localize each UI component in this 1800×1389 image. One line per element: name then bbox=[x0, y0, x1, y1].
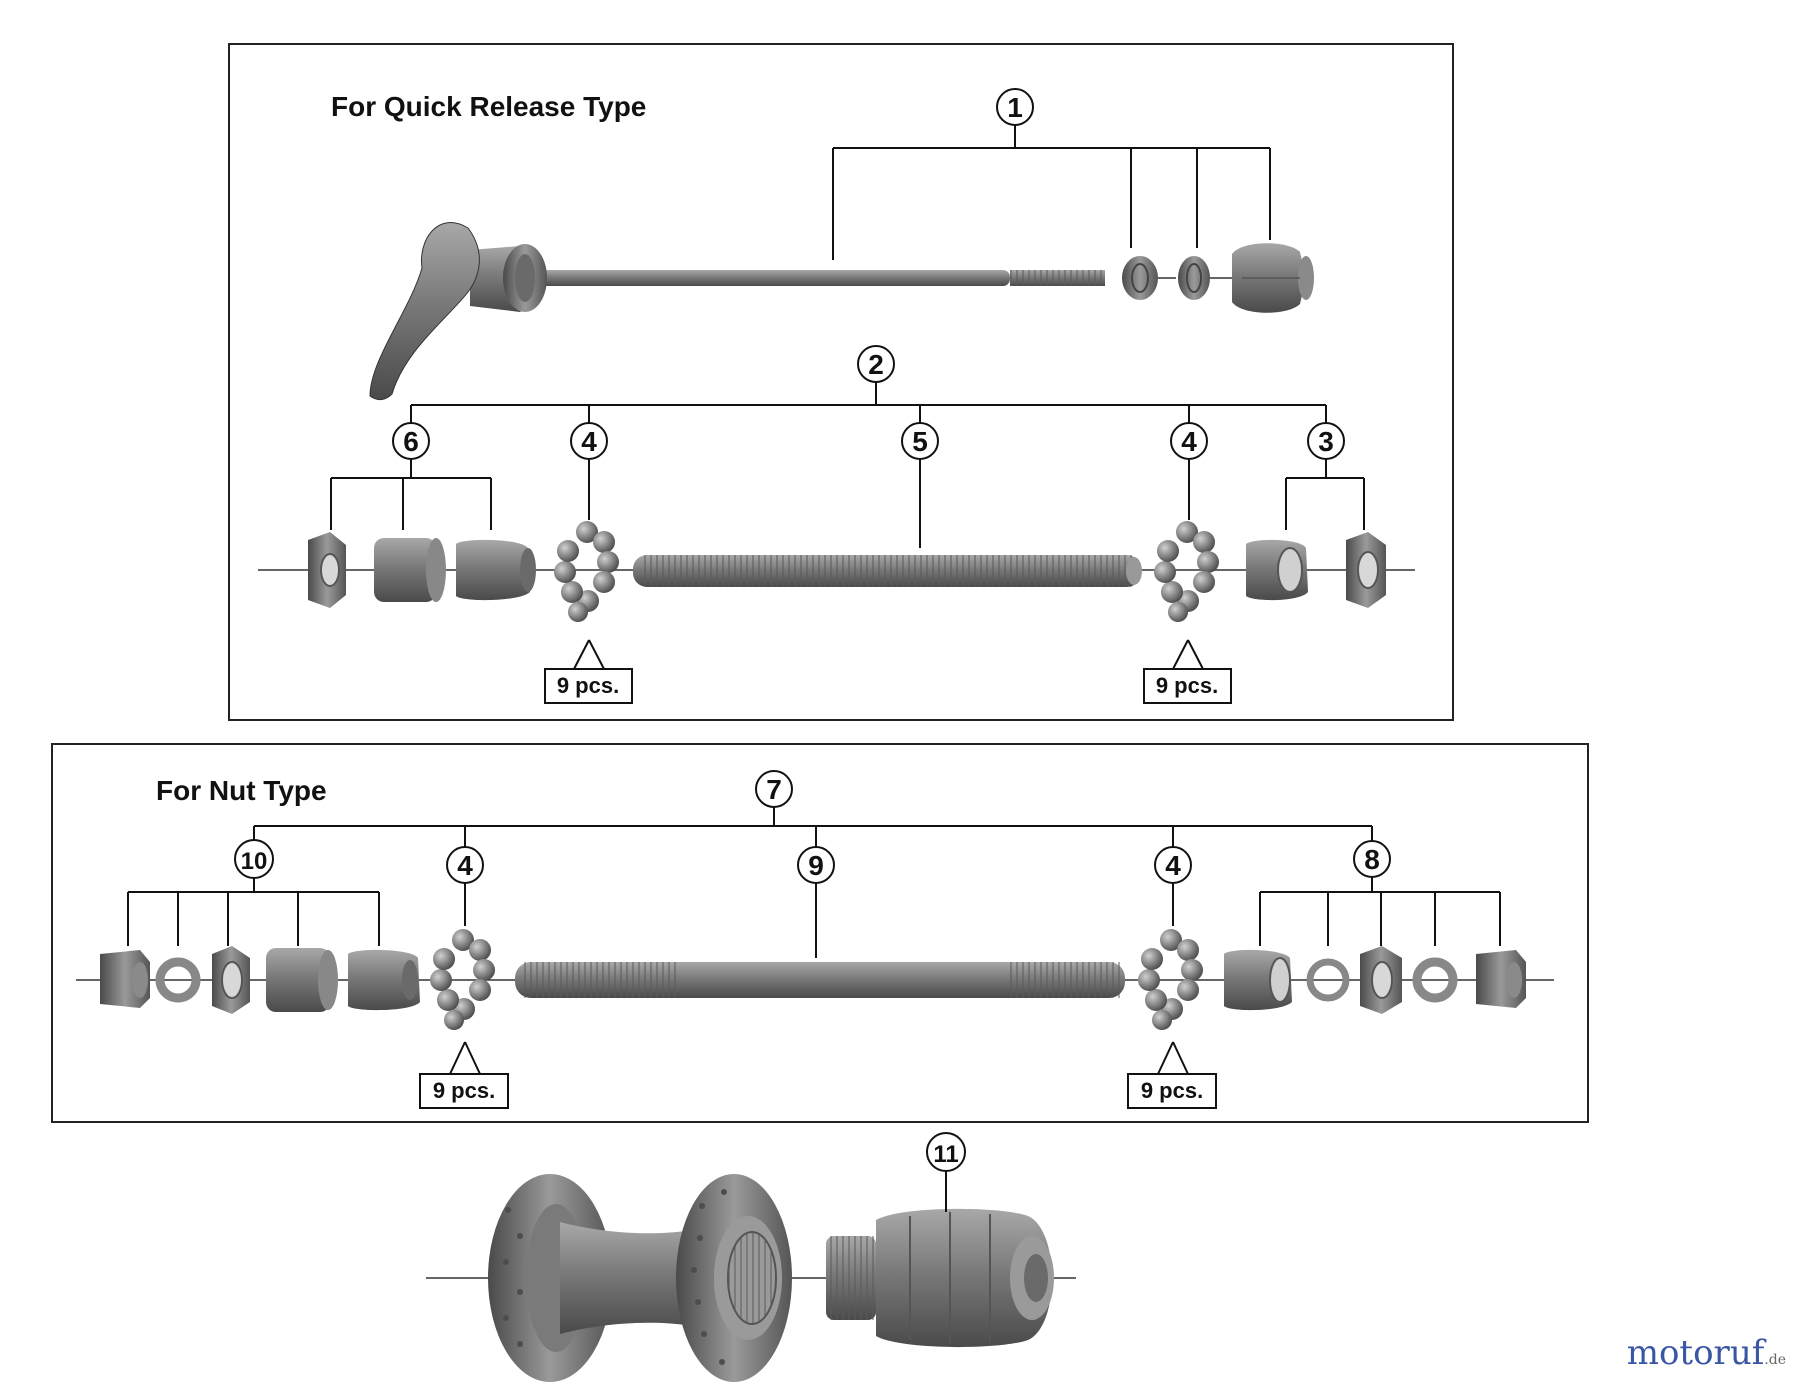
ball-count-label-nut-left: 9 pcs. bbox=[419, 1041, 509, 1109]
callout-6: 6 bbox=[392, 422, 430, 460]
lock-washer-right bbox=[1412, 957, 1458, 1003]
washer-right bbox=[1306, 958, 1350, 1002]
callout-7-tree bbox=[127, 806, 1501, 958]
svg-text:9 pcs.: 9 pcs. bbox=[1156, 673, 1218, 698]
freehub-body bbox=[826, 1208, 1054, 1348]
callout-11: 11 bbox=[926, 1132, 966, 1172]
callout-3: 3 bbox=[1307, 422, 1345, 460]
svg-text:6: 6 bbox=[403, 426, 419, 457]
spacer-left bbox=[374, 538, 436, 602]
cone-left bbox=[456, 539, 530, 601]
watermark-suffix: .de bbox=[1764, 1352, 1786, 1368]
svg-text:9: 9 bbox=[808, 850, 824, 881]
callout-10: 10 bbox=[234, 839, 274, 879]
callout-1: 1 bbox=[996, 88, 1034, 126]
ball-bearings-left bbox=[554, 521, 619, 622]
nut-type-panel: For Nut Type bbox=[51, 743, 1589, 1123]
spacer-nut-left bbox=[266, 948, 330, 1012]
watermark-logo: motoruf.de bbox=[1627, 1333, 1786, 1373]
callout-4-nut-left: 4 bbox=[446, 846, 484, 884]
ball-count-label-qr-left: 9 pcs. bbox=[544, 639, 633, 704]
quick-release-frame bbox=[228, 43, 1454, 721]
cone-nut-left bbox=[348, 949, 420, 1011]
callout-4-qr-right: 4 bbox=[1170, 422, 1208, 460]
svg-text:2: 2 bbox=[868, 349, 884, 380]
svg-text:9 pcs.: 9 pcs. bbox=[557, 673, 619, 698]
callout-2: 2 bbox=[857, 345, 895, 383]
quick-release-panel: For Quick Release Type bbox=[228, 43, 1454, 721]
nut-type-title: For Nut Type bbox=[156, 775, 327, 806]
svg-text:10: 10 bbox=[241, 848, 268, 875]
svg-text:4: 4 bbox=[581, 426, 597, 457]
callout-4-qr-left: 4 bbox=[570, 422, 608, 460]
callout-4-nut-right: 4 bbox=[1154, 846, 1192, 884]
callout-9: 9 bbox=[797, 846, 835, 884]
watermark-brand: motoruf bbox=[1626, 1333, 1765, 1373]
quick-release-title: For Quick Release Type bbox=[331, 91, 646, 122]
svg-text:9 pcs.: 9 pcs. bbox=[433, 1078, 495, 1103]
svg-text:4: 4 bbox=[1165, 850, 1181, 881]
nut-type-frame bbox=[51, 743, 1589, 1123]
callout-5: 5 bbox=[901, 422, 939, 460]
ball-count-label-qr-right: 9 pcs. bbox=[1143, 639, 1232, 704]
ball-count-label-nut-right: 9 pcs. bbox=[1127, 1041, 1217, 1109]
callout-8: 8 bbox=[1353, 840, 1391, 878]
hub-body-group: 11 bbox=[426, 1132, 1076, 1382]
svg-text:4: 4 bbox=[457, 850, 473, 881]
svg-text:11: 11 bbox=[933, 1141, 958, 1168]
svg-text:1: 1 bbox=[1007, 92, 1023, 123]
callout-7: 7 bbox=[755, 770, 793, 808]
svg-text:4: 4 bbox=[1181, 426, 1197, 457]
lock-washer-left bbox=[155, 957, 201, 1003]
ball-bearings-right bbox=[1154, 521, 1219, 622]
svg-text:5: 5 bbox=[912, 426, 928, 457]
quick-release-skewer bbox=[369, 222, 1314, 401]
svg-text:7: 7 bbox=[766, 774, 782, 805]
nut-type-axle-row bbox=[76, 929, 1554, 1030]
callout-2-tree bbox=[330, 380, 1365, 548]
svg-text:9 pcs.: 9 pcs. bbox=[1141, 1078, 1203, 1103]
svg-text:3: 3 bbox=[1318, 426, 1334, 457]
quick-release-axle-row bbox=[258, 521, 1415, 622]
ball-bearings-nut-right bbox=[1138, 929, 1203, 1030]
ball-bearings-nut-left bbox=[430, 929, 495, 1030]
svg-text:8: 8 bbox=[1364, 844, 1380, 875]
callout-1-tree bbox=[832, 124, 1271, 260]
